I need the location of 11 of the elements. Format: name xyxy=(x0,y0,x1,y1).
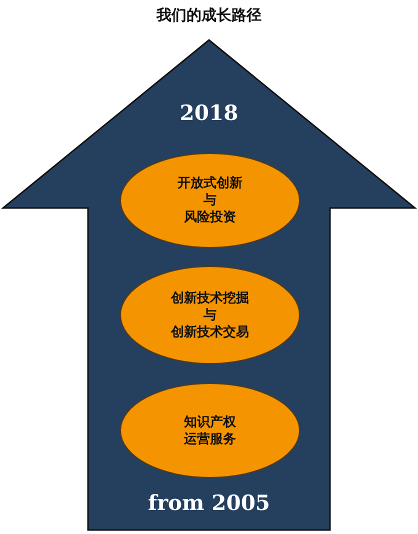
title: 我们的成长路径 xyxy=(155,6,262,25)
node-text: 知识产权 xyxy=(184,414,236,430)
node-text: 运营服务 xyxy=(184,430,236,448)
node-text: 开放式创新 xyxy=(178,175,242,192)
node-text: 与 xyxy=(202,306,218,324)
year-label: from 2005 xyxy=(146,490,272,515)
node-text: 创新技术交易 xyxy=(171,324,249,340)
node-text: 创新技术挖掘 xyxy=(171,290,249,306)
node-text: 与 xyxy=(202,192,218,209)
year-label: 2018 xyxy=(178,100,240,125)
node-text: 风险投资 xyxy=(183,209,237,226)
